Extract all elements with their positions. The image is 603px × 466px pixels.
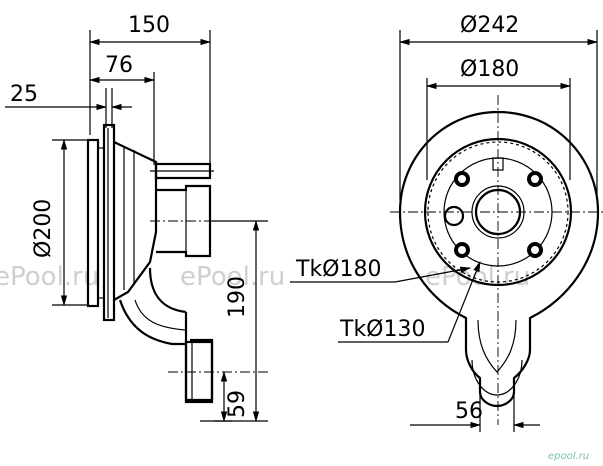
front-view: Ø242 Ø180 TkØ180 TkØ bbox=[290, 13, 603, 432]
side-view: 150 76 25 Ø200 bbox=[5, 13, 268, 423]
dim-overall-width: 150 bbox=[128, 13, 170, 38]
dim-flange-offset: 25 bbox=[10, 82, 38, 107]
brand-logo: epool.ru bbox=[548, 451, 589, 462]
dim-outlet-diameter: 56 bbox=[455, 399, 483, 424]
watermark-center: ePool.ru bbox=[180, 262, 285, 292]
dim-flange-diameter: Ø200 bbox=[31, 199, 56, 258]
dim-bottom-outlet-height: 59 bbox=[225, 390, 250, 418]
watermark-left: ePool.ru bbox=[0, 262, 99, 292]
label-bolt-circle-outer: TkØ180 bbox=[295, 257, 382, 282]
dim-outer-diameter: Ø242 bbox=[460, 13, 519, 38]
dim-outlet-spacing: 190 bbox=[225, 276, 250, 318]
dim-inner-diameter: Ø180 bbox=[460, 57, 519, 82]
label-bolt-circle-inner: TkØ130 bbox=[339, 317, 426, 342]
dim-flange-to-spigot: 76 bbox=[105, 53, 133, 78]
